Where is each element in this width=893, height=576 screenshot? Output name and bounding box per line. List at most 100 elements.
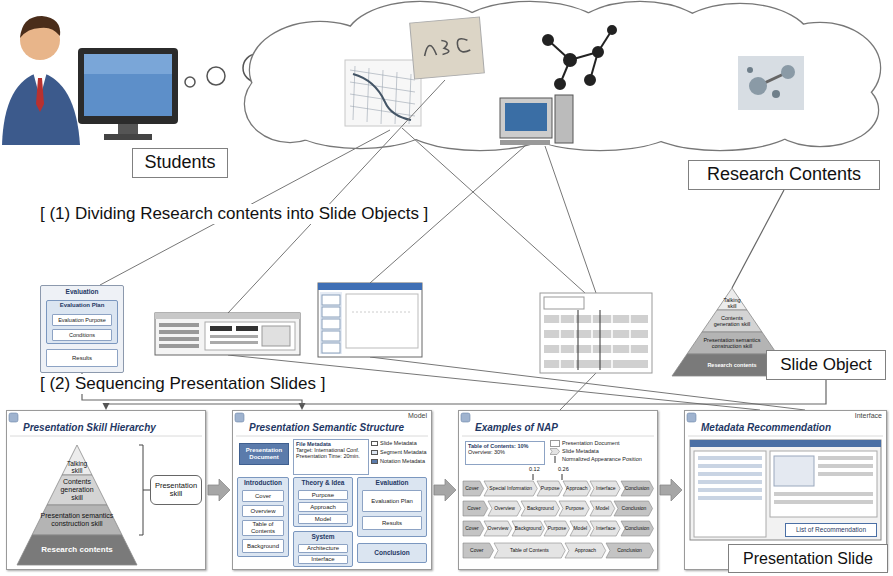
computer-image (500, 140, 550, 145)
label-box: Slide Object (766, 350, 886, 380)
slide-item-box: Evaluation Purpose (52, 314, 112, 326)
node-text: Students (144, 153, 215, 173)
nap-chevron-shape (590, 501, 615, 516)
slide-title: Presentation Skill Hierarchy (23, 422, 156, 433)
node-text: Evaluation (376, 479, 409, 486)
slide-item-box: Conditions (52, 329, 112, 341)
connector (732, 190, 784, 288)
leader-line (100, 80, 805, 410)
position-value: 0.26 (556, 466, 571, 472)
nap-chevron-shape (463, 501, 488, 516)
recommendation-box: List of Recommendation (785, 523, 877, 537)
paper-photo (410, 17, 485, 79)
recommendation-screenshot (690, 440, 881, 540)
slide-item-box: Purpose (298, 490, 348, 500)
nap-chevron: Cover (463, 521, 484, 536)
node-text: Conclusion (625, 526, 650, 532)
nap-chevron-shape (544, 521, 569, 536)
node-text: Contents generation skill (710, 315, 755, 327)
position-marker (562, 474, 563, 480)
nap-chevron-shape (621, 521, 653, 536)
node-text: Evaluation Purpose (58, 317, 106, 323)
slide-item-box: Results (362, 516, 422, 530)
slide-item-box: Overview (242, 505, 284, 517)
slide-object-thumbnail: EvaluationEvaluation PlanEvaluation Purp… (40, 285, 124, 373)
student-figure (2, 16, 178, 145)
screenshot-thumbnail (318, 283, 422, 357)
node-text: Presentation semantics construction skil… (39, 512, 114, 527)
pyramid-layer-shape (702, 310, 762, 332)
metadata-editor-thumbnail (262, 326, 290, 346)
skill-bracket (143, 490, 150, 491)
molecule-image (593, 47, 603, 57)
metadata-editor-thumbnail (236, 326, 258, 331)
node-text: Conclusion (625, 486, 650, 492)
student-figure (78, 48, 178, 124)
nap-thumbnail (600, 310, 601, 370)
student-figure (104, 134, 152, 140)
legend-text: Slide Metadata (380, 440, 417, 446)
nap-chevron-shape (484, 521, 512, 536)
nap-chevron: Overview (488, 501, 521, 516)
recommendation-screenshot (690, 440, 881, 540)
paper-photo (410, 17, 485, 79)
node-text: Results (72, 355, 92, 362)
skill-bracket (139, 445, 143, 535)
nap-thumbnail (540, 293, 652, 373)
metadata-editor-thumbnail (155, 313, 300, 319)
graph-image (345, 60, 421, 126)
metadata-editor-thumbnail (159, 323, 199, 327)
node-text: Table of Contents (510, 548, 549, 554)
node-text: Special Information (489, 486, 532, 492)
nap-chevron: Interface (590, 481, 620, 496)
legend-item: Normalized Appearance Position (550, 456, 642, 463)
pyramid-layer: Presentation semantics construction skil… (687, 332, 777, 354)
molecule-photo (747, 67, 753, 73)
node-text: Table of Contents (244, 521, 282, 534)
legend-text: Segment Metadata (380, 449, 426, 455)
nap-chevron: Model (590, 501, 615, 516)
nap-chevron-shape (463, 521, 484, 536)
node-text: Approach (566, 486, 587, 492)
molecule-photo (781, 65, 795, 79)
node-text: Slide Object (780, 356, 872, 375)
pyramid-layer-shape (47, 475, 107, 505)
node-text: Presentation Time: 20min. (296, 453, 360, 459)
legend-sample (550, 440, 560, 447)
metadata-editor-thumbnail (159, 344, 199, 348)
label-box: Research Contents (688, 160, 880, 190)
node-text: File Metadata (296, 441, 331, 447)
nap-chevron-shape (614, 501, 653, 516)
metadata-editor-thumbnail (210, 326, 232, 331)
node-text: Cover (467, 506, 480, 512)
research-cloud (245, 2, 880, 150)
student-figure (2, 72, 80, 145)
recommendation-screenshot (694, 451, 766, 537)
node-text: Conclusion (374, 549, 409, 556)
nap-chevron: Cover (463, 501, 488, 516)
leader-line (545, 146, 596, 293)
pyramid-layer: Contents generation skill (47, 475, 107, 505)
screenshot-thumbnail (346, 294, 418, 348)
node-text: Cover (465, 486, 478, 492)
slide-header-rule (688, 436, 883, 437)
nap-chevron: Purpose (559, 501, 589, 516)
node-text: Interface (596, 486, 615, 492)
node-text: Conditions (69, 332, 95, 338)
screenshot-thumbnail (320, 292, 342, 354)
nap-chevron-shape (559, 501, 589, 516)
slide-item-box: Approach (298, 502, 348, 512)
slide-ground (6, 410, 206, 570)
position-marker (533, 474, 562, 480)
node-text: Table of Contents: 10% (468, 443, 528, 449)
slide-header-rule (462, 436, 654, 437)
pyramid-layer-shape (717, 288, 747, 310)
slide-tag: Model (408, 412, 427, 420)
metadata-editor-thumbnail (210, 335, 258, 338)
metadata-editor-thumbnail (159, 330, 199, 334)
nap-chevron: Conclusion (614, 501, 653, 516)
screenshot-thumbnail (322, 343, 340, 353)
nap-chevron-shape (565, 543, 606, 558)
node-text: Architecture (307, 545, 339, 552)
